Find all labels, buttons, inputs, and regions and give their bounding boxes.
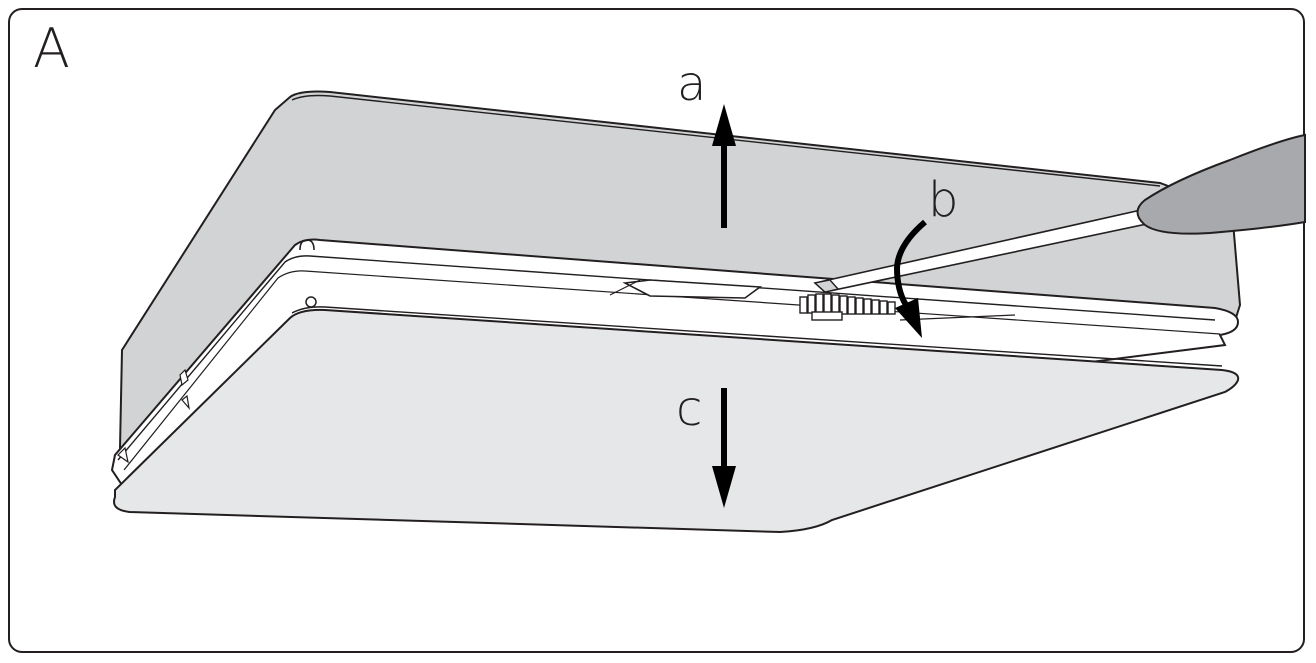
screwdriver-tip [813, 279, 840, 293]
arrow-a-up-icon [712, 104, 736, 228]
base-plate-edge [291, 306, 1223, 367]
screw-hole [305, 296, 317, 308]
frame-side-detail [117, 368, 190, 464]
step-label-c: c [676, 381, 702, 437]
step-label-b: b [928, 172, 958, 228]
arrow-c-down-icon [712, 388, 736, 508]
arrow-b-curved-icon [893, 219, 927, 338]
middle-frame-inner-edge-2 [123, 270, 1221, 471]
inner-slot [622, 279, 763, 299]
step-label-a: a [677, 56, 706, 112]
mounting-tab [299, 239, 315, 251]
latch-clip [799, 293, 896, 321]
screwdriver-handle [1136, 133, 1306, 235]
top-cover-edge [291, 94, 1161, 187]
panel-label: A [33, 17, 70, 80]
base-plate [113, 308, 1240, 534]
middle-frame-inner-edge [117, 255, 1216, 461]
